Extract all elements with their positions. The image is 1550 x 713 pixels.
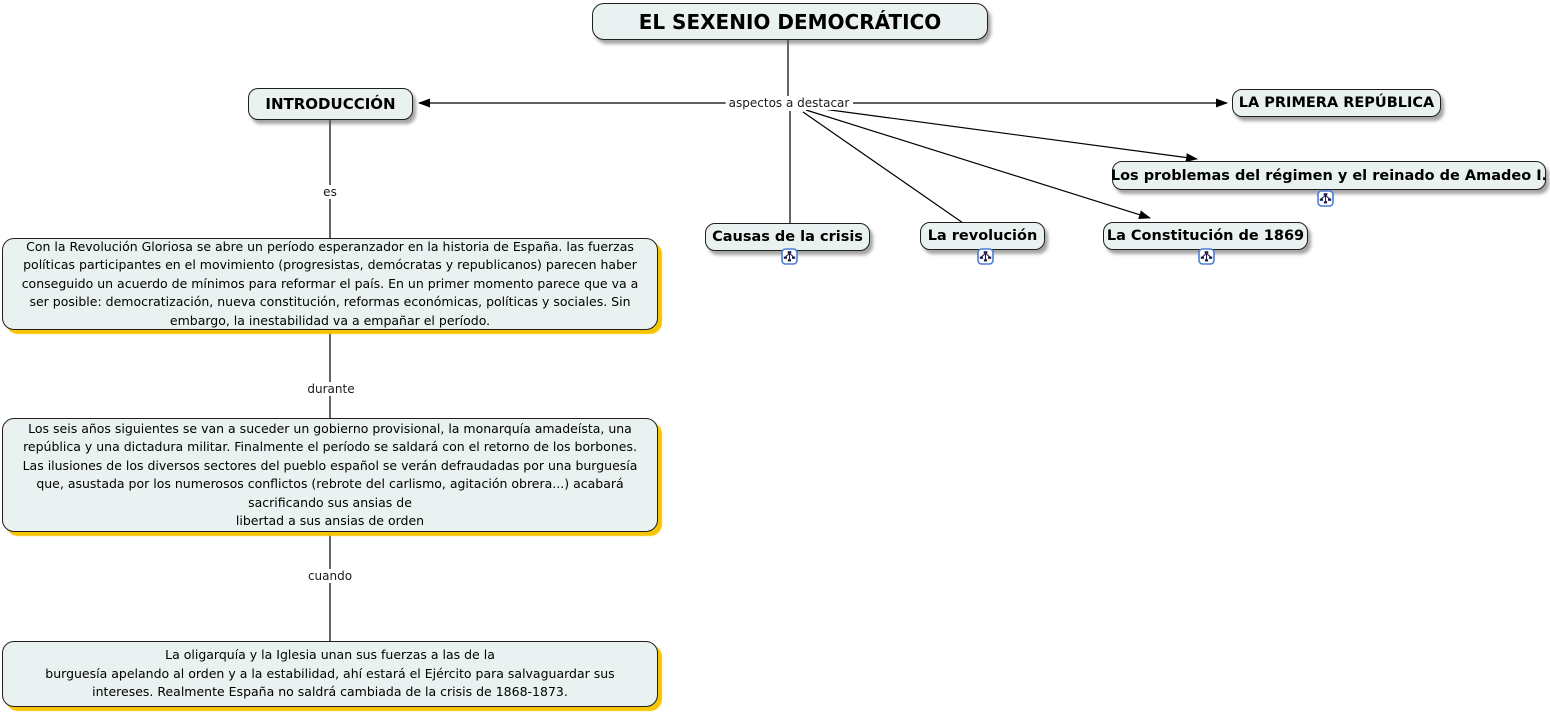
- node-problemas[interactable]: Los problemas del régimen y el reinado d…: [1111, 161, 1547, 190]
- link-label-durante[interactable]: durante: [304, 382, 358, 396]
- link-hub-to-constitucion: [805, 109, 1151, 219]
- resource-map-icon[interactable]: [781, 248, 798, 265]
- node-constitucion[interactable]: La Constitución de 1869: [1103, 222, 1308, 250]
- link-hub-to-problemas: [807, 106, 1198, 163]
- textbox-durante[interactable]: Los seis años siguientes se van a sucede…: [2, 418, 658, 532]
- link-label-es[interactable]: es: [320, 185, 340, 199]
- node-revolucion[interactable]: La revolución: [920, 222, 1045, 250]
- node-introduccion[interactable]: INTRODUCCIÓN: [248, 88, 413, 120]
- textbox-intro[interactable]: Con la Revolución Gloriosa se abre un pe…: [2, 238, 658, 330]
- node-causas[interactable]: Causas de la crisis: [705, 223, 870, 251]
- textbox-cuando[interactable]: La oligarquía y la Iglesia unan sus fuer…: [2, 641, 658, 707]
- resource-map-icon[interactable]: [1317, 190, 1334, 207]
- node-title[interactable]: EL SEXENIO DEMOCRÁTICO: [592, 3, 988, 40]
- resource-map-icon[interactable]: [977, 248, 994, 265]
- link-hub-to-revolucion: [802, 111, 964, 224]
- node-primera-republica[interactable]: LA PRIMERA REPÚBLICA: [1232, 89, 1441, 117]
- link-label-aspectos[interactable]: aspectos a destacar: [725, 96, 853, 110]
- link-label-cuando[interactable]: cuando: [304, 569, 356, 583]
- resource-map-icon[interactable]: [1198, 248, 1215, 265]
